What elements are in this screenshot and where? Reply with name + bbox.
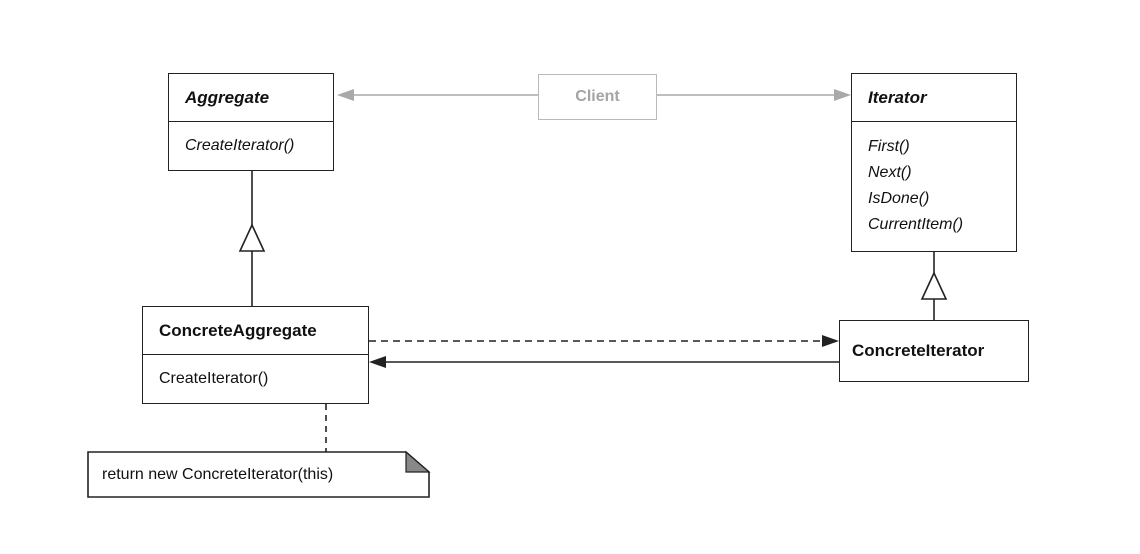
client-iterator-arrowhead <box>834 89 851 101</box>
iterator-name: Iterator <box>868 87 927 107</box>
concrete-aggregate-class[interactable]: ConcreteAggregate CreateIterator() <box>142 306 369 404</box>
aggregate-operations: CreateIterator() <box>169 122 333 169</box>
concrete-iterator-class[interactable]: ConcreteIterator <box>839 320 1029 382</box>
iterator-generalization-triangle <box>920 271 948 300</box>
iterator-operation-next: Next() <box>868 164 912 181</box>
iterator-operation-isdone: IsDone() <box>868 190 930 207</box>
client-class[interactable]: Client <box>538 74 657 120</box>
concrete-aggregate-operations: CreateIterator() <box>143 355 368 402</box>
note-text: return new ConcreteIterator(this) <box>102 465 334 483</box>
aggregate-class[interactable]: Aggregate CreateIterator() <box>168 73 334 171</box>
create-dependency-arrowhead <box>822 335 839 347</box>
concrete-aggregate-name-section: ConcreteAggregate <box>143 307 368 355</box>
note-folded-corner <box>405 450 431 473</box>
iterator-operation-currentitem: CurrentItem() <box>868 216 964 233</box>
client-aggregate-arrowhead <box>337 89 354 101</box>
implementation-note: return new ConcreteIterator(this) <box>88 452 406 497</box>
aggregate-name: Aggregate <box>185 87 270 107</box>
concrete-aggregate-operation: CreateIterator() <box>159 369 269 387</box>
iterator-class[interactable]: Iterator First() Next() IsDone() Current… <box>851 73 1017 252</box>
iterator-name-section: Iterator <box>852 74 1016 122</box>
concrete-iterator-name: ConcreteIterator <box>852 341 985 360</box>
aggregate-operation: CreateIterator() <box>185 136 295 154</box>
iterator-aggregate-arrowhead <box>369 356 386 368</box>
aggregate-generalization-triangle <box>238 223 266 252</box>
concrete-aggregate-name: ConcreteAggregate <box>159 320 317 340</box>
aggregate-name-section: Aggregate <box>169 74 333 122</box>
client-name: Client <box>575 88 620 105</box>
note-shape <box>87 451 430 498</box>
iterator-operations: First() Next() IsDone() CurrentItem() <box>852 122 1016 250</box>
iterator-operation-first: First() <box>868 138 910 155</box>
